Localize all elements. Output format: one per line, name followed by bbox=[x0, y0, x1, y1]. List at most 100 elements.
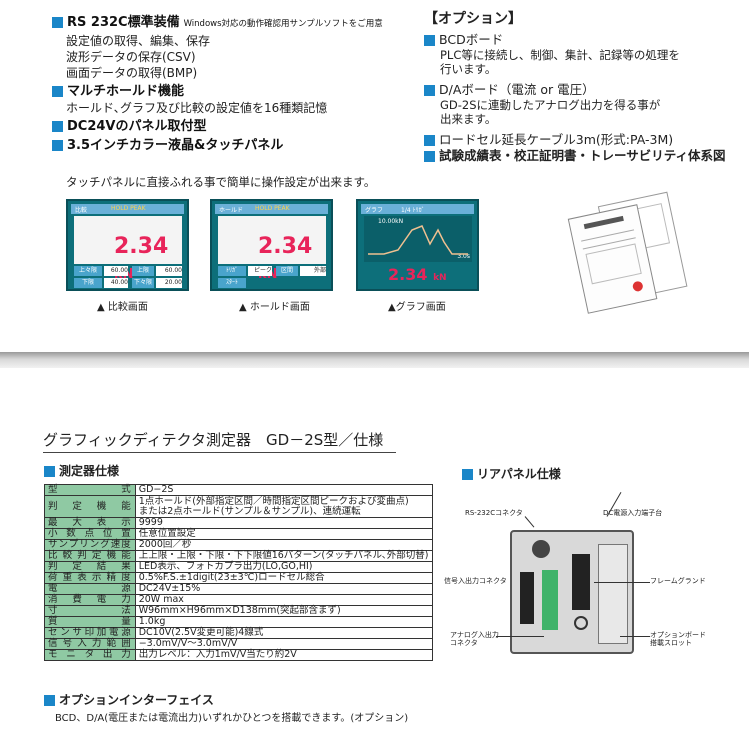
spec-row: 比較判定機能上上限・上限・下限・下下限値16パターン(タッチパネル､外部切替) bbox=[44, 550, 433, 562]
spec-value: 20W max bbox=[134, 594, 433, 606]
label-frame-ground: フレームグランド bbox=[650, 577, 706, 585]
signal-connector-icon bbox=[520, 572, 534, 624]
graph-screen: グラフ 1/4 ﾄﾘｶﾞ 10.00kN 3.0s 2.34 kN bbox=[356, 199, 479, 291]
spec-value: W96mm×H96mm×D138mm(突起部含まず) bbox=[134, 605, 433, 617]
option-da: D/Aボード（電流 or 電圧） bbox=[424, 82, 744, 98]
options-list: 【オプション】 BCDボード PLC等に接続し、制御、集計、記録等の処理を 行い… bbox=[424, 8, 744, 164]
graph-area: 10.00kN 3.0s bbox=[364, 216, 472, 262]
rs232c-connector-icon bbox=[532, 540, 550, 558]
spec-section-title: 測定器仕様 bbox=[44, 462, 119, 479]
option-line: PLC等に接続し、制御、集計、記録等の処理を bbox=[440, 48, 680, 62]
option-bcd: BCDボード bbox=[424, 32, 744, 48]
option-interface-title: オプションインターフェイス bbox=[44, 691, 214, 708]
label-signal-in: 信号入出力コネクタ bbox=[444, 577, 507, 585]
spec-key: 電源 bbox=[44, 583, 136, 595]
feature-line: 画面データの取得(BMP) bbox=[66, 66, 198, 80]
options-title: 【オプション】 bbox=[424, 11, 522, 27]
section-divider bbox=[0, 352, 749, 368]
bullet-square-icon bbox=[424, 85, 435, 96]
spec-value: −3.0mV/V〜3.0mV/V bbox=[134, 638, 433, 650]
spec-row: モニタ出力出力レベル：入力1mV/V当たり約2V bbox=[44, 649, 433, 661]
label-option-slot: オプションボード 搭載スロット bbox=[650, 631, 706, 647]
spec-value: DC24V±15% bbox=[134, 583, 433, 595]
screen-header: グラフ 1/4 ﾄﾘｶﾞ bbox=[361, 204, 474, 214]
spec-value: 2000回／秒 bbox=[134, 539, 433, 551]
screen-header: ホールド HOLD PEAK bbox=[215, 204, 328, 214]
spec-key: センサ印加電源 bbox=[44, 627, 136, 639]
analog-connector-icon bbox=[542, 570, 558, 630]
bullet-square-icon bbox=[424, 135, 435, 146]
hold-caption: ▲ ホールド画面 bbox=[239, 302, 310, 313]
spec-key: サンプリング速度 bbox=[44, 539, 136, 551]
touch-note: タッチパネルに直接ふれる事で簡単に操作設定が出来ます。 bbox=[66, 175, 376, 189]
spec-row: 小数点位置任意位置設定 bbox=[44, 528, 433, 540]
bullet-square-icon bbox=[424, 35, 435, 46]
feature-dc24: DC24Vのパネル取付型 bbox=[52, 118, 412, 135]
spec-key: 寸法 bbox=[44, 605, 136, 617]
bullet-square-icon bbox=[424, 151, 435, 162]
spec-key: 荷重表示精度 bbox=[44, 572, 136, 584]
load-value: 2.34 kN bbox=[114, 234, 169, 282]
spec-key: 消費電力 bbox=[44, 594, 136, 606]
spec-value: 9999 bbox=[134, 517, 433, 529]
feature-line: 波形データの保存(CSV) bbox=[66, 50, 196, 64]
spec-key: 小数点位置 bbox=[44, 528, 136, 540]
feature-multihold: マルチホールド機能 bbox=[52, 83, 412, 100]
option-cable: ロードセル延長ケーブル3m(形式:PA-3M) bbox=[424, 132, 744, 148]
option-certs: 試験成績表・校正証明書・トレーサビリティ体系図 bbox=[424, 148, 744, 164]
spec-key: 比較判定機能 bbox=[44, 550, 136, 562]
rear-panel-diagram bbox=[510, 530, 634, 654]
spec-key: 判定結果 bbox=[44, 561, 136, 573]
label-dc-power: DC電源入力端子台 bbox=[603, 509, 663, 517]
rear-section-title: リアパネル仕様 bbox=[462, 465, 561, 482]
spec-row: 信号入力範囲−3.0mV/V〜3.0mV/V bbox=[44, 638, 433, 650]
spec-value: 1.0kg bbox=[134, 616, 433, 628]
bullet-square-icon bbox=[52, 140, 63, 151]
screen-header: 比較 HOLD PEAK bbox=[71, 204, 184, 214]
rs232c-note: Windows対応の動作確認用サンプルソフトをご用意 bbox=[183, 19, 383, 29]
dc-terminal-block-icon bbox=[572, 554, 590, 610]
frame-ground-icon bbox=[574, 616, 588, 630]
feature-line: 設定値の取得、編集、保存 bbox=[66, 34, 211, 48]
option-slot-icon bbox=[598, 544, 628, 644]
bullet-square-icon bbox=[52, 86, 63, 97]
option-line: 出来ます。 bbox=[440, 112, 497, 126]
bullet-square-icon bbox=[44, 695, 55, 706]
bullet-square-icon bbox=[462, 469, 473, 480]
graph-caption: ▲グラフ画面 bbox=[388, 302, 446, 313]
load-value: 2.34 kN bbox=[388, 265, 447, 284]
spec-value: 出力レベル：入力1mV/V当たり約2V bbox=[134, 649, 433, 661]
spec-key: 型式 bbox=[44, 484, 136, 496]
spec-key: 最大表示 bbox=[44, 517, 136, 529]
spec-key: モニタ出力 bbox=[44, 649, 136, 661]
option-interface-text: BCD、D/A(電圧または電流出力)いずれかひとつを搭載できます。(オプション) bbox=[55, 713, 409, 724]
setting-row: ｽﾀｰﾄ bbox=[218, 278, 326, 288]
spec-key: 判定機能 bbox=[44, 495, 136, 518]
bullet-square-icon bbox=[44, 466, 55, 477]
bullet-square-icon bbox=[52, 121, 63, 132]
spec-value: GD−2S bbox=[134, 484, 433, 496]
spec-key: 信号入力範囲 bbox=[44, 638, 136, 650]
spec-value: 0.5%F.S.±1digit(23±3℃)ロードセル総合 bbox=[134, 572, 433, 584]
option-line: GD-2Sに連動したアナログ出力を得る事が bbox=[440, 98, 661, 112]
page-title: グラフィックディテクタ測定器 GD－2S型／仕様 bbox=[43, 429, 396, 453]
label-rs232c: RS-232Cコネクタ bbox=[465, 509, 523, 517]
feature-line: ホールド､グラフ及び比較の設定値を16種類記憶 bbox=[66, 101, 328, 115]
spec-key: 質量 bbox=[44, 616, 136, 628]
waveform-graph bbox=[368, 225, 468, 255]
label-analog-out: アナログ入出力 コネクタ bbox=[450, 631, 499, 647]
